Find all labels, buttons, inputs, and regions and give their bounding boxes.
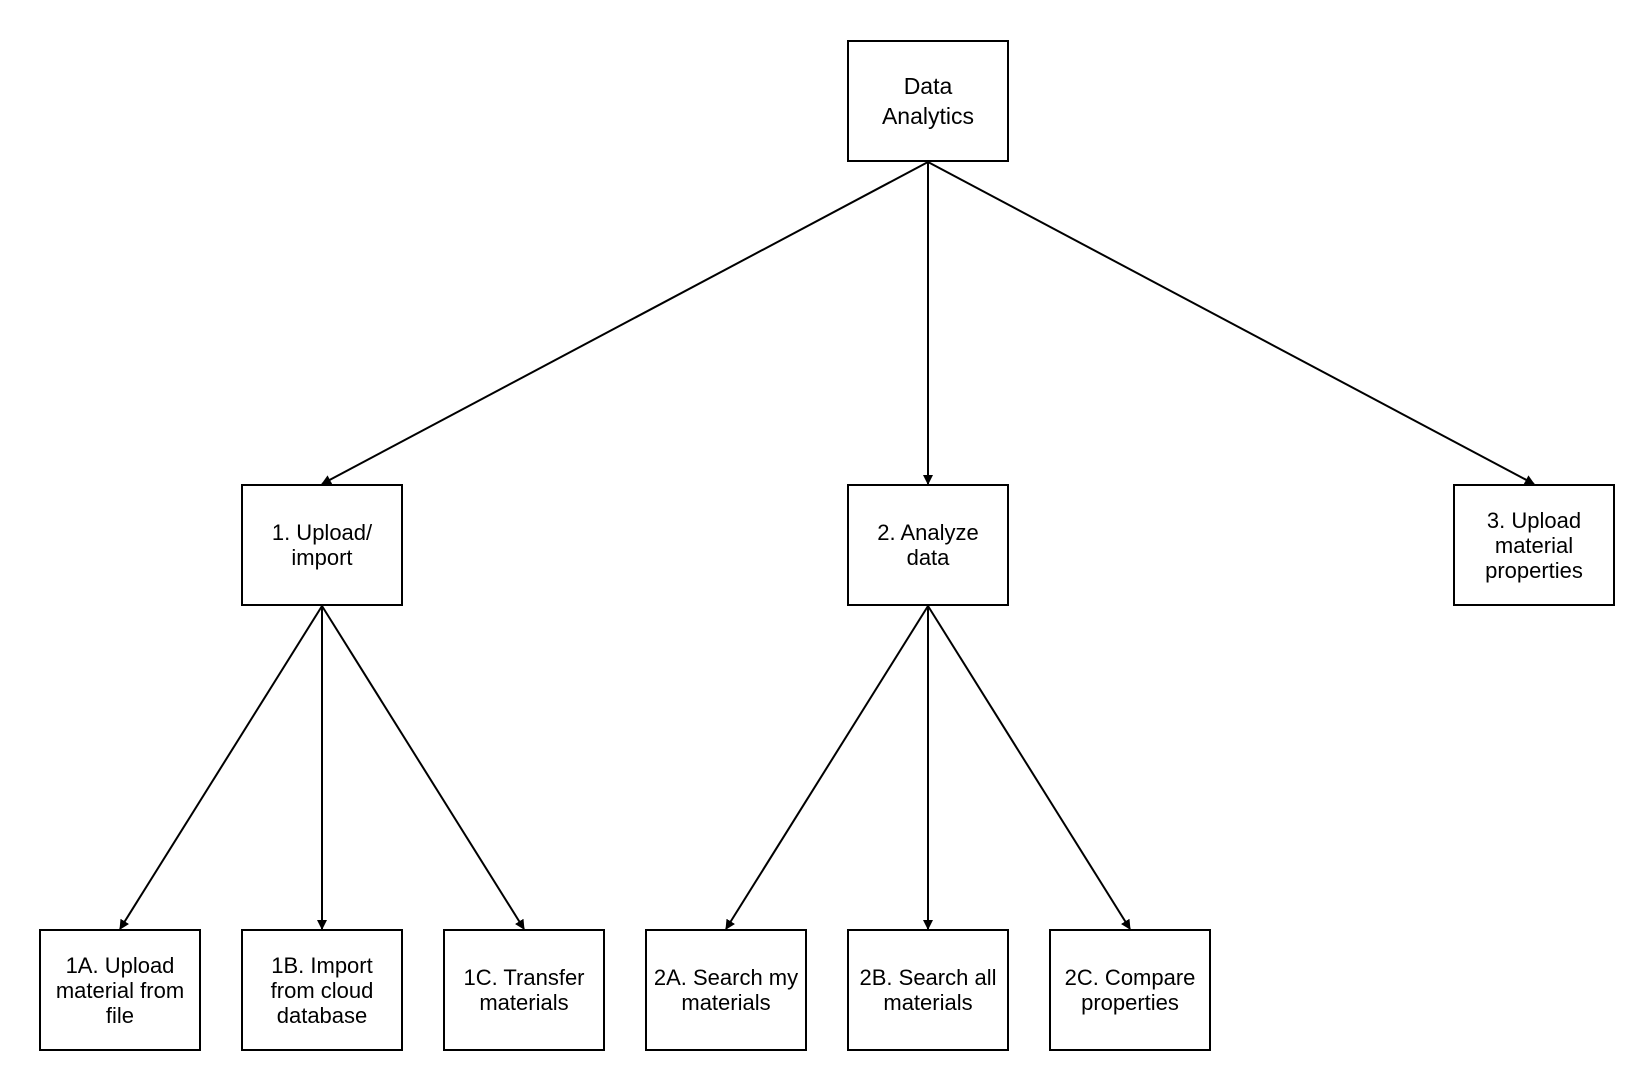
node-label: 1A. Upload material from file [55, 952, 185, 1028]
node-upload-material-from-file: 1A. Upload material from file [39, 929, 201, 1051]
node-compare-properties: 2C. Compare properties [1049, 929, 1211, 1051]
node-search-my-materials: 2A. Search my materials [645, 929, 807, 1051]
edge-root-to-n1 [321, 161, 929, 485]
edge-n2-to-n2c [927, 605, 1131, 930]
node-label: 2A. Search my materials [653, 965, 799, 1015]
node-label: 1B. Import from cloud database [270, 952, 374, 1028]
node-label: 2. Analyze data [877, 520, 979, 570]
edge-n2-to-n2a [725, 605, 929, 930]
node-label: 1. Upload/ import [271, 520, 373, 570]
node-label: 3. Upload material properties [1485, 507, 1583, 583]
node-label: Data Analytics [881, 73, 975, 129]
node-label: 2B. Search all materials [859, 965, 997, 1015]
node-upload-import: 1. Upload/ import [241, 484, 403, 606]
node-analyze-data: 2. Analyze data [847, 484, 1009, 606]
edge-root-to-n3 [927, 161, 1535, 485]
node-label: 2C. Compare properties [1064, 965, 1196, 1015]
node-transfer-materials: 1C. Transfer materials [443, 929, 605, 1051]
node-import-from-cloud-database: 1B. Import from cloud database [241, 929, 403, 1051]
node-search-all-materials: 2B. Search all materials [847, 929, 1009, 1051]
edge-n1-to-n1a [119, 605, 323, 930]
node-label: 1C. Transfer materials [463, 965, 585, 1015]
node-upload-material-properties: 3. Upload material properties [1453, 484, 1615, 606]
edge-n1-to-n1c [321, 605, 525, 930]
node-data-analytics: Data Analytics [847, 40, 1009, 162]
